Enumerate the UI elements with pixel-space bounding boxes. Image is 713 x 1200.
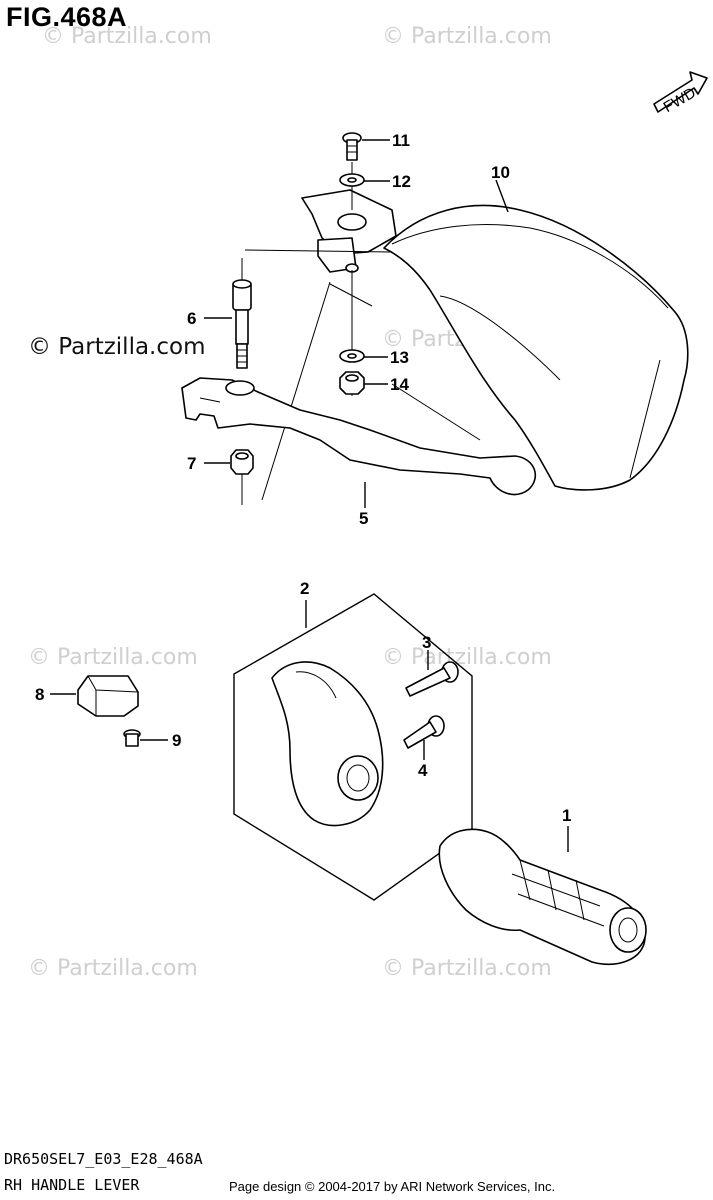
watermark: © Partzilla.com (382, 956, 552, 981)
bolt-part-6 (232, 279, 252, 369)
switch-part-8 (77, 675, 139, 717)
callout-2: 2 (300, 579, 309, 598)
screw-part-11 (342, 132, 362, 161)
callout-10: 10 (491, 163, 510, 182)
callout-8: 8 (35, 685, 44, 704)
nut-part-14 (339, 371, 365, 395)
screw-part-3 (405, 661, 459, 697)
model-code: DR650SEL7_E03_E28_468A (4, 1150, 203, 1168)
watermark: © Partzilla.com (382, 645, 552, 670)
hand-guard-part (383, 204, 689, 491)
callout-6: 6 (187, 309, 196, 328)
grip-part-1 (438, 828, 647, 966)
watermark: © Partzilla.com (28, 956, 198, 981)
throttle-housing-part-2 (271, 661, 384, 827)
watermark: © Partzilla.com (382, 24, 552, 49)
screw-part-4 (403, 715, 445, 749)
lever-bracket-part (301, 189, 397, 273)
figure-title: FIG.468A (6, 2, 128, 32)
watermark: © Partzilla.com (28, 334, 206, 360)
screw-part-9 (123, 729, 141, 747)
callout-11: 11 (392, 131, 410, 150)
callout-4: 4 (418, 761, 428, 780)
callout-3: 3 (422, 633, 431, 652)
watermark: © Partzilla.com (42, 24, 212, 49)
callout-9: 9 (172, 731, 181, 750)
callout-13: 13 (390, 348, 409, 367)
diagram-caption: RH HANDLE LEVER (4, 1176, 140, 1194)
washer-part-13 (339, 349, 365, 363)
copyright-footer: Page design © 2004-2017 by ARI Network S… (229, 1179, 556, 1194)
callout-7: 7 (187, 454, 196, 473)
callout-12: 12 (392, 172, 411, 191)
callout-1: 1 (562, 806, 571, 825)
callout-5: 5 (359, 509, 368, 528)
brake-lever-part-5 (181, 377, 537, 496)
callout-14: 14 (390, 375, 409, 394)
nut-part-7 (230, 449, 254, 475)
washer-part-12 (339, 173, 365, 187)
fwd-arrow-icon: FWD (653, 71, 708, 116)
watermark: © Partzilla.com (28, 645, 198, 670)
